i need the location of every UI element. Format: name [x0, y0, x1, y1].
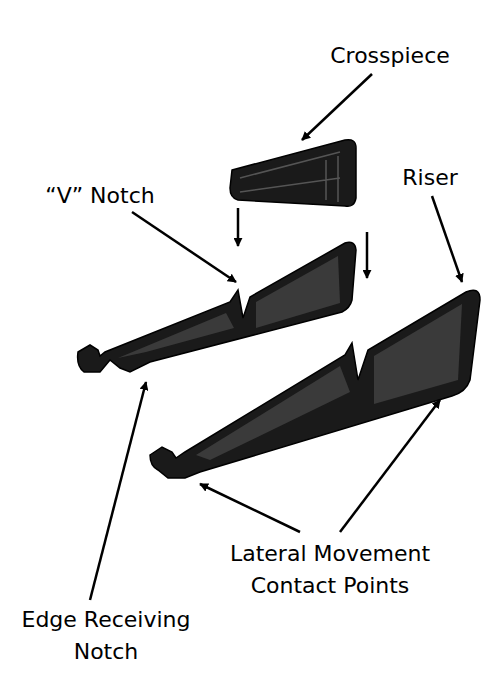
part-label: Crosspiece [310, 40, 470, 72]
crosspiece-detail [240, 152, 340, 202]
assembly-arrow [366, 232, 369, 278]
feature-label: Lateral Movement Contact Points [200, 538, 460, 602]
leader-arrow [132, 212, 236, 282]
feature-label: Edge Receiving Notch [6, 604, 206, 668]
leader-arrow [90, 382, 146, 600]
leader-arrow [302, 74, 372, 140]
assembly-arrow [237, 208, 240, 246]
part-label: Riser [385, 162, 475, 194]
riser-panel [374, 304, 462, 404]
leader-arrow [432, 196, 462, 282]
riser-part [150, 290, 480, 478]
leader-arrow [340, 400, 440, 532]
riser-panel [118, 313, 234, 358]
riser-panel [196, 366, 350, 460]
riser-panel [256, 256, 340, 328]
crosspiece-part [230, 140, 356, 207]
riser-part [78, 242, 356, 372]
feature-label: “V” Notch [30, 180, 170, 212]
leader-arrow [200, 484, 300, 532]
